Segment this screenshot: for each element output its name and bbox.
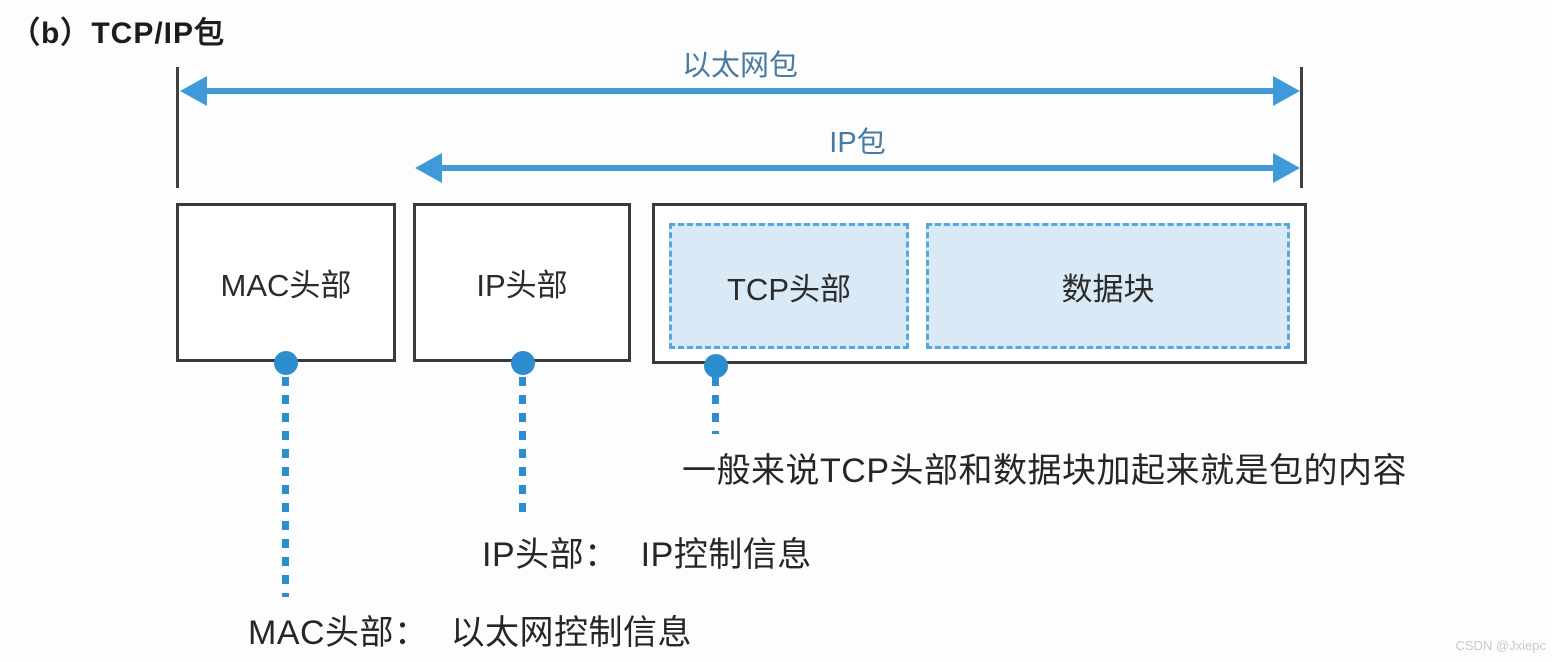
mac-leader-line: [282, 377, 289, 597]
arrow-shaft: [439, 165, 1276, 171]
ip-packet-label: IP包: [829, 127, 886, 159]
mac-annotation-label: MAC头部：: [248, 614, 429, 652]
mac-annotation: MAC头部： 以太网控制信息: [248, 605, 692, 654]
data-block-box: 数据块: [926, 223, 1290, 349]
mac-header-label: MAC头部: [220, 268, 352, 303]
ip-connector-dot: [511, 351, 535, 375]
tcp-connector-dot: [704, 354, 728, 378]
arrow-left-head-icon: [415, 153, 442, 183]
ip-annotation-label: IP头部：: [482, 536, 619, 574]
right-boundary-line: [1300, 67, 1303, 188]
mac-connector-dot: [274, 351, 298, 375]
ip-leader-line: [519, 377, 526, 519]
ip-header-box: IP头部: [413, 203, 631, 362]
tcp-leader-line: [712, 377, 719, 434]
ethernet-packet-label: 以太网包: [681, 50, 798, 82]
packet-content-box: TCP头部 数据块: [652, 203, 1307, 364]
mac-annotation-value: 以太网控制信息: [450, 614, 693, 652]
mac-header-box: MAC头部: [176, 203, 396, 362]
ip-annotation: IP头部： IP控制信息: [482, 527, 812, 576]
tcp-header-box: TCP头部: [669, 223, 909, 349]
tcp-header-label: TCP头部: [727, 271, 851, 307]
arrow-right-head-icon: [1273, 76, 1300, 106]
watermark: CSDN @Jxiepc: [1455, 638, 1547, 653]
ethernet-packet-arrow: [180, 76, 1300, 106]
arrow-left-head-icon: [180, 76, 207, 106]
arrow-shaft: [204, 88, 1276, 94]
diagram-title: （b）TCP/IP包: [10, 17, 226, 50]
left-boundary-line: [176, 67, 179, 188]
ip-header-label: IP头部: [476, 268, 568, 303]
data-block-label: 数据块: [1061, 271, 1155, 307]
arrow-right-head-icon: [1273, 153, 1300, 183]
tcp-annotation: 一般来说TCP头部和数据块加起来就是包的内容: [682, 452, 1407, 490]
ip-annotation-value: IP控制信息: [640, 536, 812, 574]
ip-packet-arrow: [415, 153, 1300, 183]
